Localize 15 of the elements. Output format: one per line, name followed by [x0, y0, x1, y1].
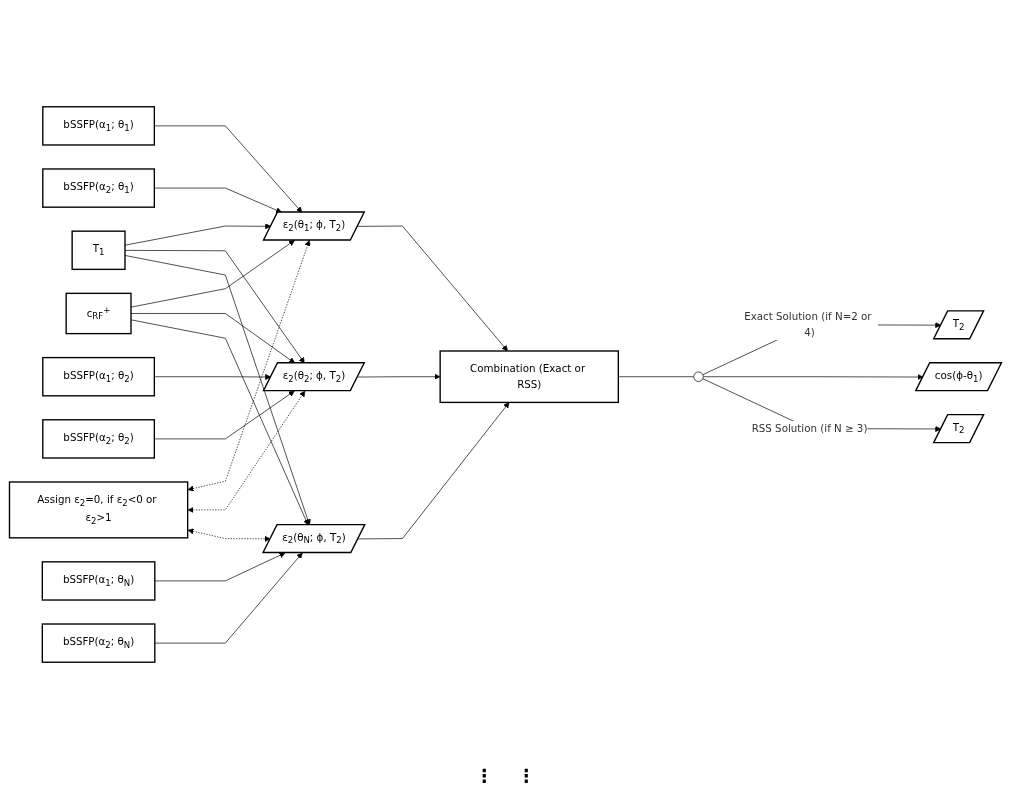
node-box: bSSFP(α$_{2}$; θ$_{1}$)	[42, 168, 156, 208]
ellipsis-mark: ⋮	[475, 765, 494, 786]
edge-label: RSS Solution (if N ≥ 3)	[751, 422, 868, 435]
ellipsis-mark: ⋮	[517, 765, 536, 786]
node-box: bSSFP(α$_{1}$; θ$_{2}$)	[42, 356, 156, 397]
node-box: bSSFP(α$_{1}$; θ$_{1}$)	[42, 106, 156, 146]
node-box: bSSFP(α$_{2}$; θ$_{2}$)	[42, 419, 156, 459]
edge-label: Exact Solution (if N=2 or 4)	[744, 310, 872, 339]
node-box: Combination (Exact or RSS)	[439, 350, 619, 404]
node-box: Assign ε$_{2}$=0, if ε$_{2}$<0 or ε$_{2}$>1	[8, 481, 189, 539]
node-box: bSSFP(α$_{1}$; θ$_{N}$)	[41, 561, 156, 601]
node-box: T$_{1}$	[71, 230, 126, 271]
node-switch	[693, 371, 704, 382]
node-box: bSSFP(α$_{2}$; θ$_{N}$)	[41, 623, 156, 663]
connector	[618, 376, 695, 378]
